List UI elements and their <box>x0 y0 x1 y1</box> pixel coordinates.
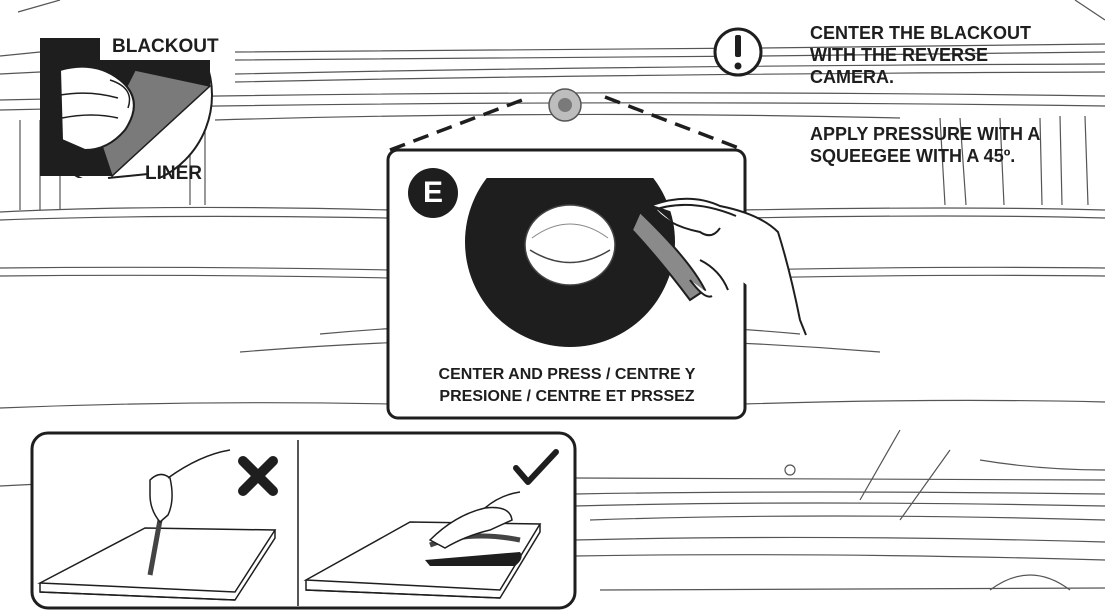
camera-opening <box>525 205 615 285</box>
liner-label: LINER <box>145 163 202 185</box>
reverse-camera <box>549 89 581 121</box>
note-text-line: CENTER THE BLACKOUT <box>810 22 1031 44</box>
step-letter: E <box>408 168 458 218</box>
peel-inset <box>28 3 232 187</box>
exclamation-circle-icon <box>715 29 761 75</box>
blackout-label: BLACKOUT <box>112 36 219 58</box>
note-text-line: CAMERA. <box>810 66 894 88</box>
note-text-line: WITH THE REVERSE <box>810 44 988 66</box>
note-text-line: SQUEEGEE WITH A 45º. <box>810 145 1015 167</box>
step-caption-line: CENTER AND PRESS / CENTRE Y <box>390 364 744 386</box>
technique-comparison <box>32 433 575 608</box>
step-caption-line: PRESIONE / CENTRE ET PRSSEZ <box>390 386 744 408</box>
note-text-line: APPLY PRESSURE WITH A <box>810 123 1040 145</box>
